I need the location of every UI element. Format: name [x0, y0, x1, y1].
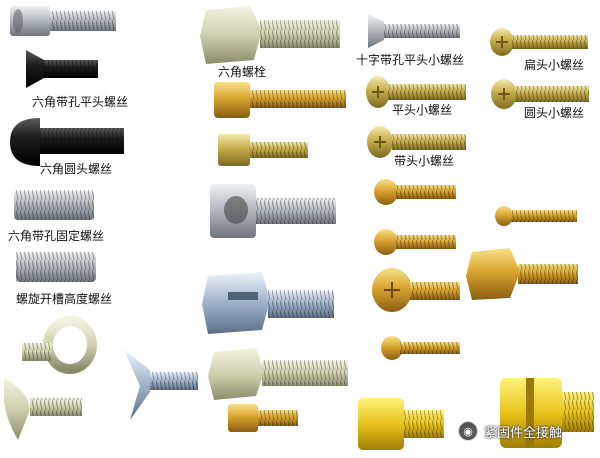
flanged-small-screw-photo	[367, 126, 466, 158]
round-small-screw-photo	[491, 79, 589, 109]
gold-hex-bolt-photo	[358, 398, 444, 450]
label-hex-bolt: 六角螺栓	[218, 65, 267, 79]
label-flanged-small: 带头小螺丝	[394, 154, 455, 168]
slotted-brass-bolt-photo	[500, 378, 594, 448]
hex-screw-yellow-photo-1	[214, 82, 346, 118]
eye-bolt-photo	[22, 316, 97, 374]
label-socket-set-screw: 六角带孔固定螺丝	[8, 229, 105, 243]
thin-screw-photo	[495, 206, 577, 226]
watermark-text: 紧固件全接触	[484, 425, 563, 441]
washer-screw-photo	[372, 268, 460, 312]
small-pan-screw-photo	[381, 336, 460, 360]
pan-screw-photo-2	[374, 229, 456, 255]
watermark: ◉ 紧固件全接触	[458, 421, 562, 441]
small-hex-screw-photo	[228, 404, 298, 432]
long-hex-bolt-photo	[208, 348, 348, 400]
socket-flat-head-screw-photo	[26, 50, 98, 88]
pan-screw-photo-1	[374, 179, 456, 205]
wing-nut-photo-2	[124, 350, 198, 420]
label-flat-small: 平头小螺丝	[392, 103, 453, 117]
flange-bolt-photo	[210, 184, 336, 238]
flat-small-screw-photo	[366, 76, 466, 108]
wechat-icon: ◉	[458, 421, 478, 441]
socket-cap-screw-photo	[10, 6, 116, 36]
slotted-set-screw-photo	[16, 252, 96, 282]
hex-bolt-photo	[200, 6, 340, 64]
label-pan-small: 扁头小螺丝	[524, 58, 585, 72]
label-round-small: 圆头小螺丝	[524, 106, 585, 120]
label-socket-button-head: 六角圆头螺丝	[40, 162, 113, 176]
label-slotted-set-screw: 螺旋开槽高度螺丝	[16, 292, 113, 306]
label-socket-flat-head: 六角带孔平头螺丝	[32, 95, 129, 109]
hex-washer-screw-photo	[466, 248, 578, 300]
slotted-hex-bolt-photo	[202, 272, 334, 334]
label-phillips-flat-small: 十字带孔平头小螺丝	[356, 53, 465, 67]
hex-screw-yellow-photo-2	[218, 134, 308, 166]
socket-set-screw-photo	[14, 190, 94, 220]
socket-button-head-screw-photo	[10, 118, 124, 166]
pan-small-screw-photo	[490, 28, 588, 56]
wing-nut-photo-1	[4, 378, 82, 440]
phillips-flat-screw-photo	[368, 14, 460, 48]
